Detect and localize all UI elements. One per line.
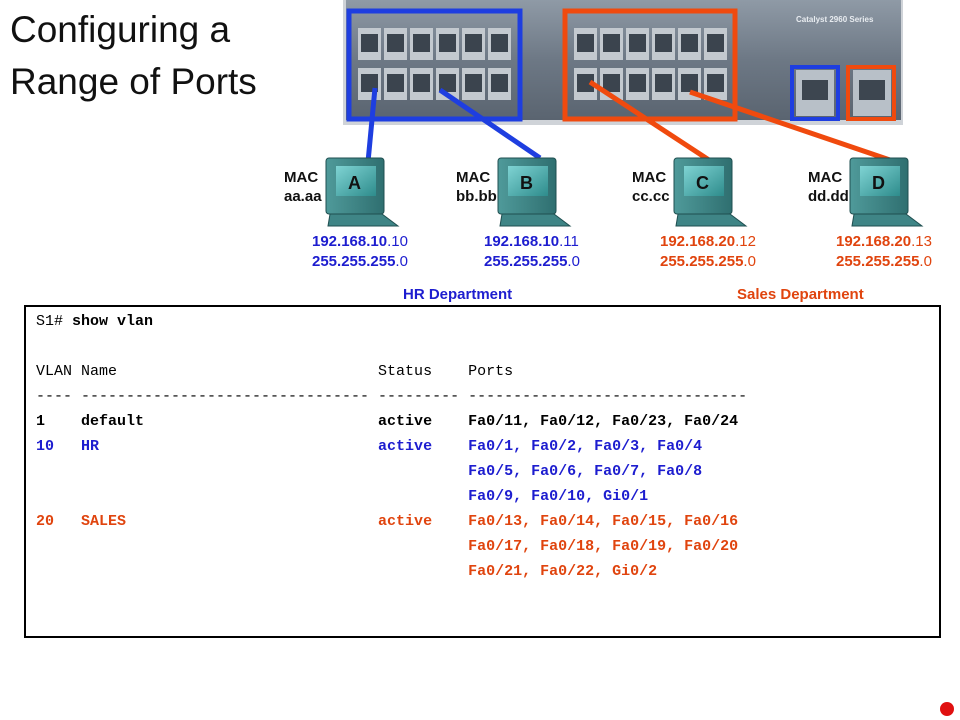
switch-port-socket [681,34,698,52]
pc-screen [860,166,900,196]
pc-mac-label: MAC [456,169,490,186]
pc-ip-address: 192.168.20.12 [660,233,756,250]
pc-group: MAC aa.aa A 192.168.10.10 255.255.255.0 MAC bb… [284,157,932,270]
cable-c [588,79,714,165]
pc-a: MAC aa.aa A 192.168.10.10 255.255.255.0 [284,157,408,270]
network-diagram: Catalyst 2960 Series MAC aa.aa A 192.168.10… [284,0,932,303]
switch-port-socket [707,34,724,52]
switch-port-socket [603,34,620,52]
vlan-row-hr: 10 HR active Fa0/1, Fa0/2, Fa0/3, Fa0/4 [36,438,703,455]
pc-letter-label: D [872,173,885,193]
terminal-output: S1# show vlan VLAN Name Status Ports ---… [24,305,941,638]
pc-mac-label: MAC [808,169,842,186]
terminal-command-line: S1# show vlan [36,313,153,331]
pc-subnet-mask: 255.255.255.0 [660,253,756,270]
pc-letter-label: C [696,173,709,193]
uplink-port-gi1-socket [802,80,828,100]
switch-port-socket [413,74,430,92]
cable-a [365,87,378,163]
switch-port-socket [387,74,404,92]
hr-department-label: HR Department [403,286,512,303]
sales-uplink-box [846,65,896,121]
pc-screen [336,166,376,196]
switch: Catalyst 2960 Series [343,0,903,125]
pc-ip-address: 192.168.10.10 [312,233,408,250]
switch-port-socket [465,34,482,52]
cable-d [689,89,891,163]
vlan-row-sales-cont-1: Fa0/17, Fa0/18, Fa0/19, Fa0/20 [36,538,739,555]
switch-port-socket [491,74,508,92]
pc-subnet-mask: 255.255.255.0 [836,253,932,270]
pc-screen [684,166,724,196]
vlan-table-separator: ---- -------------------------------- --… [36,388,748,405]
switch-port-socket [361,34,378,52]
vlan-row-hr-cont-1: Fa0/5, Fa0/6, Fa0/7, Fa0/8 [36,463,703,480]
pc-keyboard [851,213,924,227]
uplink-port-gi2-socket [859,80,885,100]
switch-port-socket [465,74,482,92]
vlan-table-header: VLAN Name Status Ports [36,363,514,380]
pc-ip-address: 192.168.20.13 [836,233,932,250]
pc-keyboard [675,213,748,227]
hr-uplink-box [790,65,840,121]
terminal-command: show vlan [72,313,154,330]
pc-mac-address: cc.cc [632,188,670,205]
switch-port-socket [629,34,646,52]
switch-port-grid [358,28,727,100]
pc-letter-label: A [348,173,361,193]
pc-mac-address: bb.bb [456,188,497,205]
cable-b [438,87,542,161]
switch-port-socket [439,74,456,92]
vlan-row-sales-cont-2: Fa0/21, Fa0/22, Gi0/2 [36,563,658,580]
switch-port-socket [387,34,404,52]
pc-keyboard [327,213,400,227]
switch-port-socket [439,34,456,52]
terminal-prompt: S1# [36,313,73,330]
pc-mac-label: MAC [632,169,666,186]
pc-b: MAC bb.bb B 192.168.10.11 255.255.255.0 [456,157,580,270]
switch-port-socket [707,74,724,92]
pc-keyboard [499,213,572,227]
switch-port-socket [655,34,672,52]
pc-subnet-mask: 255.255.255.0 [312,253,408,270]
switch-port-socket [681,74,698,92]
pc-mac-address: aa.aa [284,188,322,205]
switch-port-socket [577,74,594,92]
pc-screen [508,166,548,196]
slide-title: Configuring a Range of Ports [10,4,330,108]
switch-port-socket [361,74,378,92]
sales-department-label: Sales Department [737,286,864,303]
pc-letter-label: B [520,173,533,193]
pc-d: MAC dd.dd D 192.168.20.13 255.255.255.0 [808,157,932,270]
vlan-row-hr-cont-2: Fa0/9, Fa0/10, Gi0/1 [36,488,649,505]
switch-port-socket [413,34,430,52]
pc-ip-address: 192.168.10.11 [484,233,579,250]
vlan-row-sales: 20 SALES active Fa0/13, Fa0/14, Fa0/15, … [36,513,739,530]
pc-c: MAC cc.cc C 192.168.20.12 255.255.255.0 [632,157,756,270]
pc-subnet-mask: 255.255.255.0 [484,253,580,270]
switch-model-label: Catalyst 2960 Series [796,15,874,24]
switch-port-socket [603,74,620,92]
slide-title-line-1: Configuring a [10,9,231,50]
switch-port-socket [491,34,508,52]
switch-port-socket [655,74,672,92]
slide-marker-dot [940,702,954,716]
slide-title-line-2: Range of Ports [10,61,257,102]
vlan-row-default: 1 default active Fa0/11, Fa0/12, Fa0/23,… [36,413,739,430]
switch-port-socket [629,74,646,92]
switch-port-socket [577,34,594,52]
pc-mac-label: MAC [284,169,318,186]
pc-mac-address: dd.dd [808,188,849,205]
hr-port-group-box [346,8,523,122]
